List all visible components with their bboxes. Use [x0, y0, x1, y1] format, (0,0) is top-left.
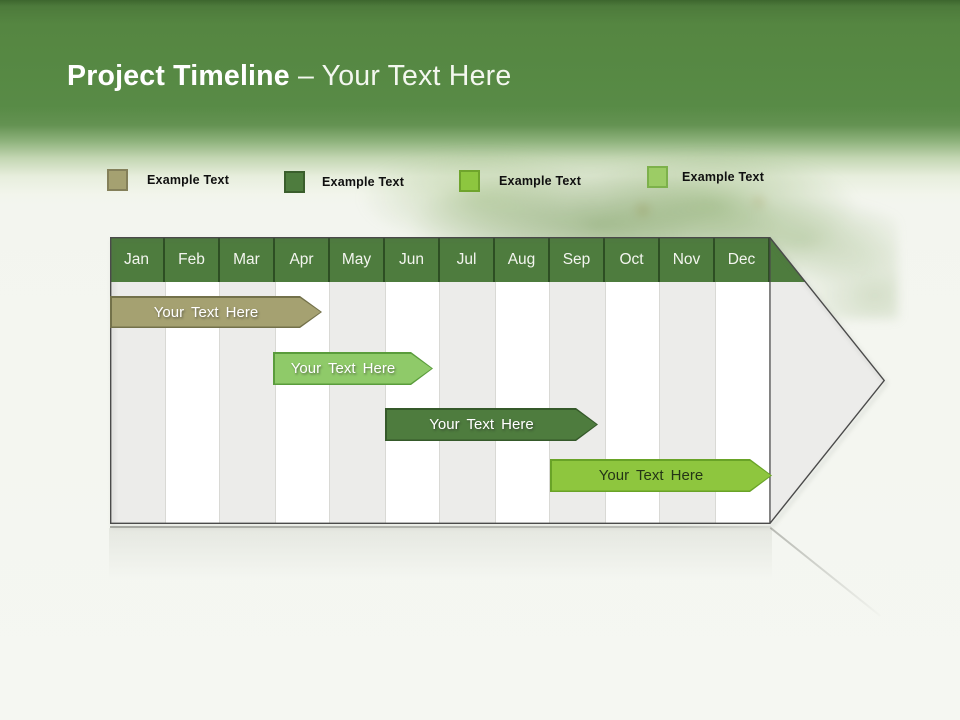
legend-swatch-light-green	[647, 166, 668, 188]
legend-swatch-bright-green	[459, 170, 480, 192]
timeline-bar-4: Your Text Here	[550, 459, 772, 492]
month-cell-may: May	[330, 237, 385, 282]
column-stripe	[385, 282, 440, 524]
legend-label: Example Text	[499, 174, 582, 188]
timeline-bar-1: Your Text Here	[110, 296, 322, 328]
month-cell-jul: Jul	[440, 237, 495, 282]
bar-fill	[112, 298, 321, 327]
column-stripe	[495, 282, 550, 524]
page-title-suffix: – Your Text Here	[297, 60, 512, 92]
month-cell-mar: Mar	[220, 237, 275, 282]
month-cell-feb: Feb	[165, 237, 220, 282]
reflection-line	[110, 526, 771, 528]
month-cell-dec: Dec	[715, 237, 770, 282]
bar-label: Your Text Here	[290, 360, 396, 377]
timeline-bar-2: Your Text Here	[273, 352, 433, 385]
bar-fill	[275, 354, 432, 384]
bar-label: Your Text Here	[429, 416, 534, 433]
timeline-bar-3: Your Text Here	[385, 408, 598, 441]
legend-swatch-olive	[107, 169, 128, 191]
legend-item-4: Example Text	[647, 166, 764, 188]
bar-fill	[552, 461, 771, 491]
month-cell-apr: Apr	[275, 237, 330, 282]
month-cell-oct: Oct	[605, 237, 660, 282]
page-title: Project Timeline – Your Text Here	[67, 60, 511, 93]
legend-label: Example Text	[322, 175, 405, 189]
page-title-bold: Project Timeline	[67, 60, 290, 92]
bar-fill	[387, 410, 597, 440]
legend-item-1: Example Text	[107, 169, 229, 191]
legend-swatch-dark-green	[284, 171, 305, 193]
legend-label: Example Text	[682, 170, 765, 184]
reflection-wash	[109, 528, 772, 580]
month-cell-jun: Jun	[385, 237, 440, 282]
month-cell-aug: Aug	[495, 237, 550, 282]
legend-label: Example Text	[147, 173, 230, 187]
bar-label: Your Text Here	[153, 303, 259, 321]
legend-item-3: Example Text	[459, 170, 581, 192]
reflection-diagonal	[770, 527, 882, 617]
legend-item-2: Example Text	[284, 171, 404, 193]
timeline-arrow: Jan Feb Mar Apr May Jun Jul Aug Sep Oct …	[109, 236, 886, 524]
month-cell-sep: Sep	[550, 237, 605, 282]
month-header-row: Jan Feb Mar Apr May Jun Jul Aug Sep Oct …	[110, 237, 885, 282]
bar-label: Your Text Here	[598, 467, 704, 484]
month-cell-jan: Jan	[110, 237, 165, 282]
month-cell-nov: Nov	[660, 237, 715, 282]
